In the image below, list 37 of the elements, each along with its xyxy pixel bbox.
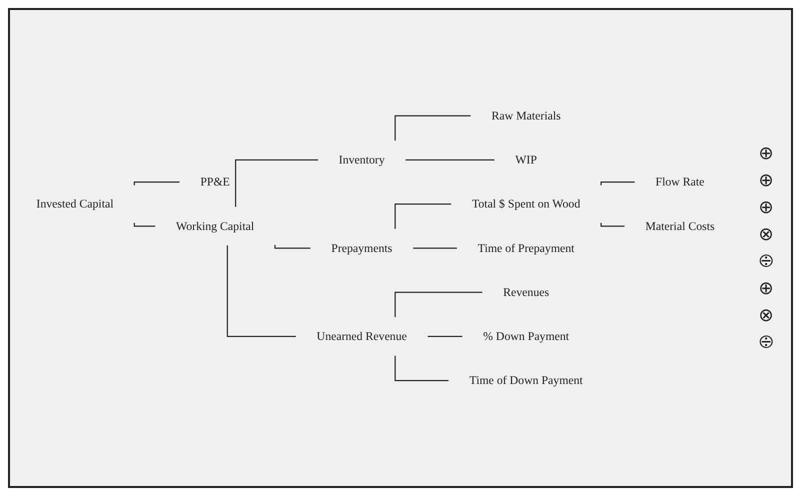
connector — [394, 356, 449, 381]
operator-symbol: ⊕ — [758, 170, 774, 191]
connector — [412, 247, 457, 249]
node-text: PP&E — [200, 175, 230, 188]
node-text: Unearned Revenue — [316, 329, 407, 343]
node-text: Total $ Spent on Wood — [472, 197, 580, 210]
connector — [226, 245, 296, 337]
operator-symbol: ⊕ — [758, 278, 774, 299]
node-text: Working Capital — [176, 219, 254, 232]
connector — [394, 292, 482, 317]
connector — [600, 181, 635, 186]
node-text: Material Costs — [645, 219, 715, 232]
node-text: Time of Down Payment — [469, 374, 583, 387]
connector — [235, 159, 318, 207]
connector — [427, 336, 462, 337]
node-text: Raw Materials — [492, 108, 561, 122]
node-text: Time of Prepayment — [478, 241, 574, 254]
connector — [405, 159, 494, 160]
node-text: Inventory — [338, 152, 385, 166]
node-text: Prepayments — [331, 241, 392, 254]
connector — [134, 181, 180, 186]
operator-symbol: ⨸ — [759, 251, 773, 272]
connector — [134, 222, 156, 226]
node-text: WIP — [515, 152, 537, 166]
node-text: Flow Rate — [656, 175, 704, 188]
node-text: % Down Payment — [483, 329, 570, 343]
node-text: Revenues — [503, 285, 550, 299]
operator-symbol: ⊗ — [758, 305, 774, 326]
operator-symbol: ⊕ — [758, 143, 774, 164]
connector — [394, 115, 471, 140]
connector — [394, 203, 452, 229]
operator-symbol: ⊗ — [758, 224, 774, 245]
operator-symbol: ⨸ — [759, 332, 773, 353]
connector — [600, 222, 624, 226]
node-text: Invested Capital — [36, 197, 114, 210]
connector — [274, 244, 310, 249]
operator-symbol: ⊕ — [758, 197, 774, 218]
